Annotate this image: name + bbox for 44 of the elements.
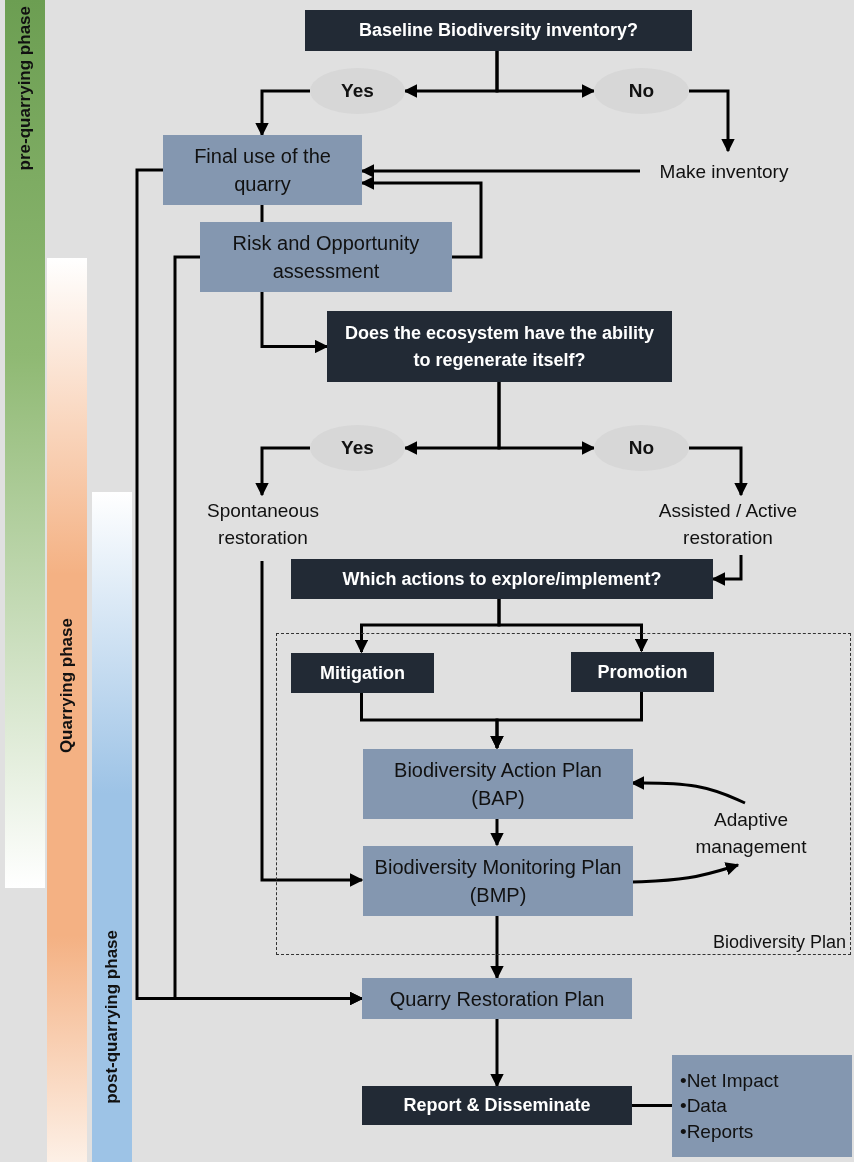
connector-line bbox=[260, 205, 264, 222]
dashed-group-frame bbox=[276, 633, 851, 955]
arrow bbox=[497, 599, 649, 653]
flow-label: Adaptive management bbox=[694, 808, 808, 859]
phase-label: Quarrying phase bbox=[57, 618, 77, 754]
process-box: Biodiversity Monitoring Plan (BMP) bbox=[363, 846, 633, 916]
arrow bbox=[689, 446, 748, 497]
question-box: Baseline Biodiversity inventory? bbox=[305, 10, 692, 51]
connector-line bbox=[632, 1104, 672, 1107]
answer-oval: No bbox=[594, 425, 689, 471]
arrow bbox=[260, 561, 364, 887]
process-box: Quarry Restoration Plan bbox=[362, 978, 632, 1019]
arrow bbox=[689, 89, 735, 153]
process-box: Risk and Opportunity assessment bbox=[200, 222, 452, 292]
answer-oval: Yes bbox=[310, 68, 405, 114]
output-box: •Net Impact •Data •Reports bbox=[672, 1055, 852, 1157]
phase-band bbox=[92, 492, 132, 1162]
arrow bbox=[260, 292, 329, 354]
arrow bbox=[255, 446, 310, 497]
arrow bbox=[490, 691, 643, 750]
phase-label: pre-quarrying phase bbox=[15, 6, 35, 171]
process-box: Biodiversity Action Plan (BAP) bbox=[363, 749, 633, 819]
arrow bbox=[490, 1019, 504, 1088]
process-box: Final use of the quarry bbox=[163, 135, 362, 205]
arrow bbox=[497, 382, 596, 455]
question-box: Report & Disseminate bbox=[362, 1086, 632, 1125]
question-box: Promotion bbox=[571, 652, 714, 692]
arrow bbox=[255, 89, 310, 137]
phase-label: post-quarrying phase bbox=[102, 930, 122, 1104]
arrow bbox=[490, 818, 504, 847]
arrow bbox=[490, 915, 504, 980]
flow-label: Make inventory bbox=[659, 159, 789, 184]
question-box: Mitigation bbox=[291, 653, 434, 693]
answer-oval: No bbox=[594, 68, 689, 114]
flow-label: Assisted / Active restoration bbox=[657, 499, 799, 550]
group-title: Biodiversity Plan bbox=[712, 932, 847, 954]
arrow bbox=[495, 51, 596, 98]
question-box: Does the ecosystem have the ability to regenerate itself? bbox=[327, 311, 672, 382]
arrow bbox=[173, 255, 364, 1006]
question-box: Which actions to explore/implement? bbox=[291, 559, 713, 599]
flow-label: Spontaneous restoration bbox=[206, 499, 320, 550]
answer-oval: Yes bbox=[310, 425, 405, 471]
phase-band bbox=[47, 258, 87, 1162]
phase-band bbox=[5, 0, 45, 888]
